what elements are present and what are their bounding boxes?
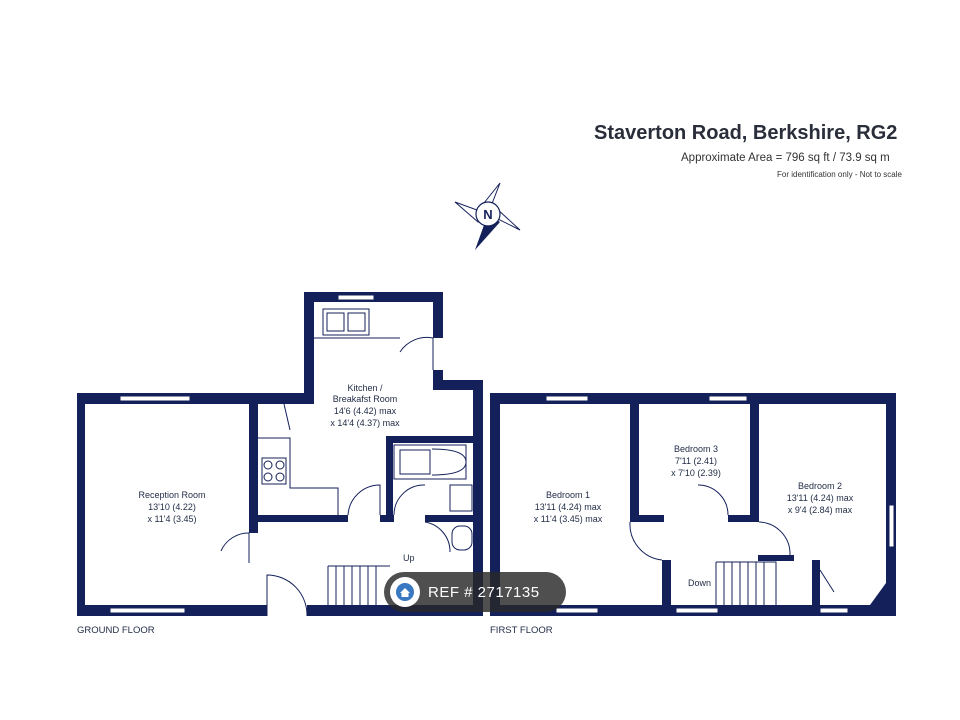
bedroom-2-dim-1: 13'11 (4.24) max bbox=[787, 493, 854, 503]
first-floor-fixtures bbox=[629, 484, 835, 605]
bedroom-1-dim-2: x 11'4 (3.45) max bbox=[534, 514, 603, 524]
first-floor-walls bbox=[490, 393, 896, 616]
ground-floor-walls bbox=[77, 292, 483, 616]
reception-dim-2: x 11'4 (3.45) bbox=[147, 514, 196, 524]
bedroom-1-dim-1: 13'11 (4.24) max bbox=[535, 502, 602, 512]
bedroom-1-label: Bedroom 1 13'11 (4.24) max x 11'4 (3.45)… bbox=[534, 490, 603, 524]
ref-watermark: REF # 2717135 bbox=[384, 572, 566, 612]
reception-label: Reception Room 13'10 (4.22) x 11'4 (3.45… bbox=[138, 490, 205, 524]
bedroom-3-dim-2: x 7'10 (2.39) bbox=[671, 468, 721, 478]
ground-floor-label: GROUND FLOOR bbox=[77, 625, 155, 636]
bedroom-2-name: Bedroom 2 bbox=[798, 481, 842, 491]
compass-letter: N bbox=[483, 207, 492, 222]
bedroom-1-name: Bedroom 1 bbox=[546, 490, 590, 500]
ref-number: REF # 2717135 bbox=[428, 583, 540, 601]
stairs-up-label: Up bbox=[403, 553, 415, 563]
compass-icon: N bbox=[454, 182, 521, 250]
reception-dim-1: 13'10 (4.22) bbox=[148, 502, 196, 512]
reception-name: Reception Room bbox=[138, 490, 205, 500]
bedroom-3-dim-1: 7'11 (2.41) bbox=[675, 456, 717, 466]
scale-note: For identification only - Not to scale bbox=[777, 170, 902, 179]
kitchen-name-2: Breakafst Room bbox=[333, 394, 398, 404]
bedroom-2-dim-2: x 9'4 (2.84) max bbox=[788, 505, 853, 515]
kitchen-dim-2: x 14'4 (4.37) max bbox=[330, 418, 400, 428]
approximate-area: Approximate Area = 796 sq ft / 73.9 sq m bbox=[681, 152, 890, 164]
page-title: Staverton Road, Berkshire, RG2 bbox=[594, 122, 898, 144]
bedroom-3-label: Bedroom 3 7'11 (2.41) x 7'10 (2.39) bbox=[671, 444, 721, 478]
kitchen-name-1: Kitchen / bbox=[347, 383, 383, 393]
house-icon bbox=[390, 577, 420, 607]
kitchen-label: Kitchen / Breakafst Room 14'6 (4.42) max… bbox=[330, 383, 400, 428]
ground-floor-fixtures bbox=[220, 308, 473, 617]
stairs-down-label: Down bbox=[688, 578, 711, 588]
bedroom-2-label: Bedroom 2 13'11 (4.24) max x 9'4 (2.84) … bbox=[787, 481, 854, 515]
first-floor-label: FIRST FLOOR bbox=[490, 625, 553, 636]
bedroom-3-name: Bedroom 3 bbox=[674, 444, 718, 454]
kitchen-dim-1: 14'6 (4.42) max bbox=[334, 406, 397, 416]
